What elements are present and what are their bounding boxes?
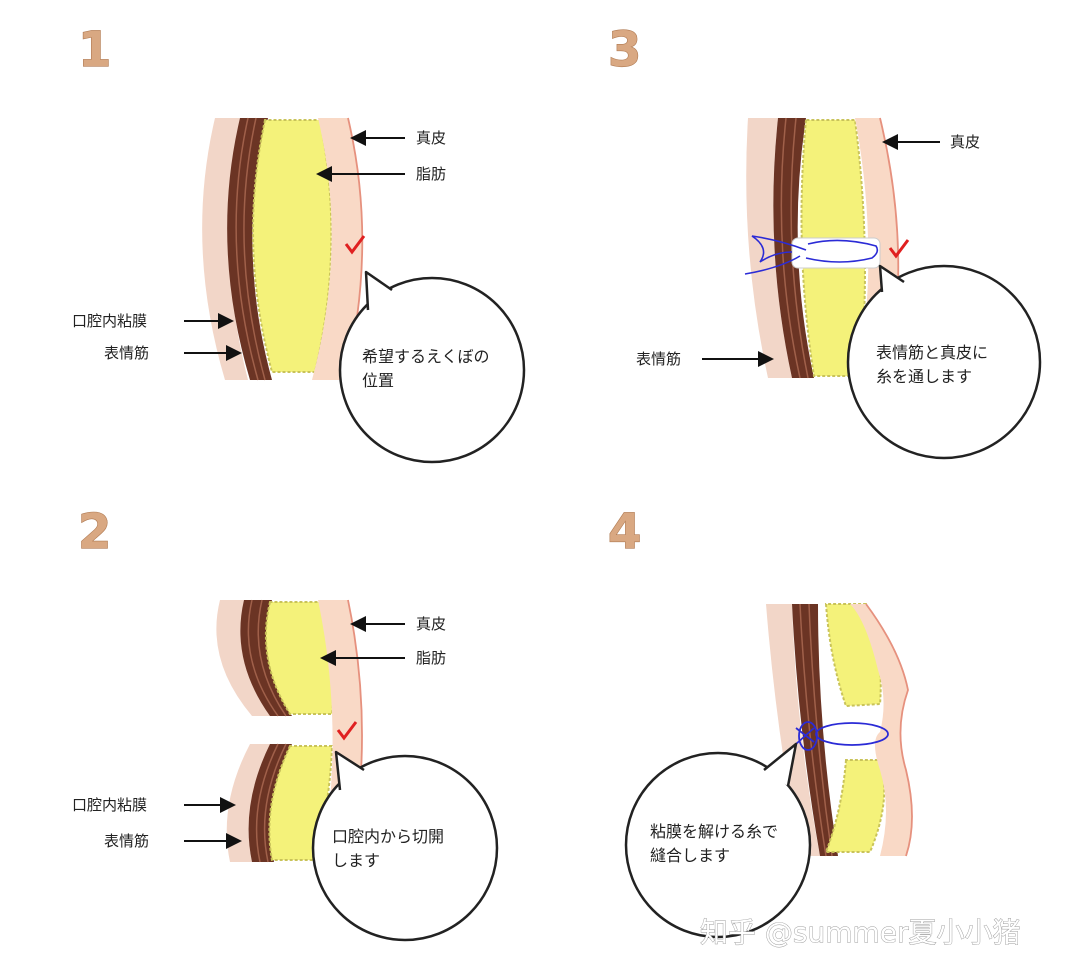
fat-label: 脂肪 xyxy=(416,165,446,183)
tissue-cross-section xyxy=(202,117,364,381)
speech-bubble: 粘膜を解ける糸で 縫合します xyxy=(624,742,812,939)
speech-bubble: 表情筋と真皮に 糸を通します xyxy=(846,264,1042,460)
step-number: 4 xyxy=(608,504,641,560)
muscle-label: 表情筋 xyxy=(104,832,149,850)
bubble-line-1: 表情筋と真皮に xyxy=(876,343,988,362)
check-mark-icon xyxy=(344,235,366,255)
bubble-line-2: 糸を通します xyxy=(876,367,972,386)
step-number: 3 xyxy=(608,22,641,78)
step-number: 2 xyxy=(78,504,111,560)
bubble-line-1: 口腔内から切開 xyxy=(332,827,444,846)
muscle-label: 表情筋 xyxy=(104,344,149,362)
panel-1: 1 希望するえくぼの 位置 真皮 脂肪 口腔内粘膜 表情筋 xyxy=(72,21,526,464)
panel-2: 2 口腔内から切開 します 真皮 脂肪 口腔 xyxy=(72,503,499,942)
bubble-line-2: します xyxy=(332,851,380,870)
panel-4: 4 粘膜を解ける糸で 縫合します xyxy=(607,503,913,939)
bubble-line-2: 縫合します xyxy=(650,846,730,865)
dermis-label: 真皮 xyxy=(416,615,446,633)
step-number: 1 xyxy=(78,22,111,78)
speech-bubble: 口腔内から切開 します xyxy=(311,750,499,942)
dermis-label: 真皮 xyxy=(950,133,980,151)
bubble-line-1: 希望するえくぼの xyxy=(362,347,490,366)
fat-label: 脂肪 xyxy=(416,649,446,667)
fat-layer xyxy=(252,119,333,373)
suture-thread xyxy=(744,235,879,275)
bubble-line-2: 位置 xyxy=(362,371,394,390)
mucosa-label: 口腔内粘膜 xyxy=(72,796,147,814)
mucosa-label: 口腔内粘膜 xyxy=(72,312,147,330)
dermis-layer xyxy=(312,118,363,380)
incision-tunnel xyxy=(791,237,881,269)
mucosa-layer xyxy=(202,118,248,380)
speech-bubble: 希望するえくぼの 位置 xyxy=(338,270,526,464)
check-mark-icon xyxy=(336,721,358,741)
panel-3: 3 表情筋と真皮に 糸を通します 真皮 表情筋 xyxy=(607,21,1042,460)
watermark-text: 知乎 @summer夏小小猪 xyxy=(700,916,1021,949)
dermis-label: 真皮 xyxy=(416,129,446,147)
suture-thread xyxy=(795,721,889,751)
tissue-cross-section xyxy=(766,603,913,857)
check-mark-icon xyxy=(888,239,910,259)
muscle-label: 表情筋 xyxy=(636,350,681,368)
bubble-line-1: 粘膜を解ける糸で xyxy=(650,822,778,841)
dermis-layer xyxy=(850,604,912,856)
